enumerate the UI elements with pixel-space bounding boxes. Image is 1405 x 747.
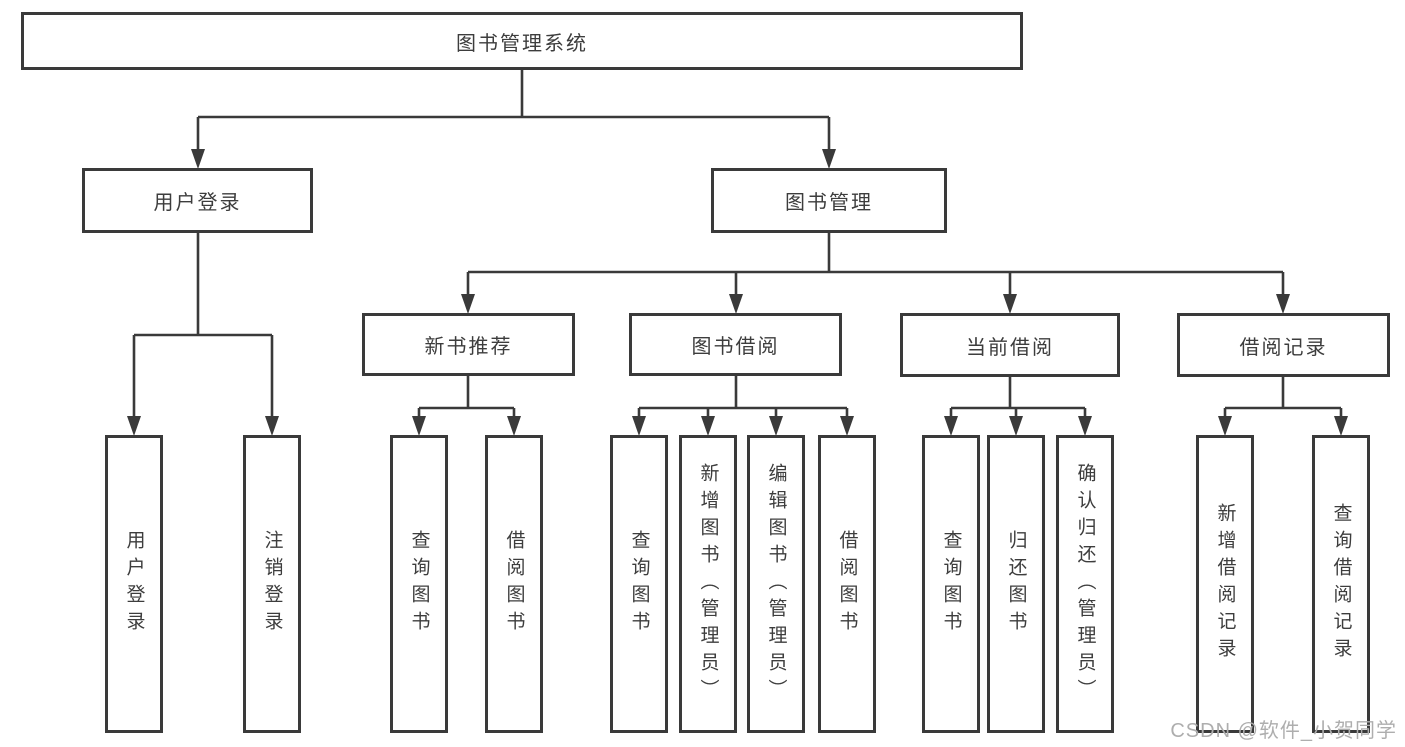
leaf-borrow-book-recommend: 借阅图书 bbox=[485, 435, 543, 733]
node-borrow-records: 借阅记录 bbox=[1177, 313, 1390, 377]
leaf-query-borrow-record: 查询借阅记录 bbox=[1312, 435, 1370, 733]
edge-root bbox=[196, 70, 831, 151]
node-current-borrow: 当前借阅 bbox=[900, 313, 1120, 377]
leaf-label: 注销登录 bbox=[261, 530, 283, 638]
node-label: 图书管理系统 bbox=[456, 32, 588, 55]
edge-borrow-records bbox=[1223, 377, 1343, 418]
leaf-label: 编辑图书（管理员） bbox=[765, 462, 787, 706]
leaf-query-book-current: 查询图书 bbox=[922, 435, 980, 733]
node-book-borrow: 图书借阅 bbox=[629, 313, 842, 376]
leaf-add-book-admin: 新增图书（管理员） bbox=[679, 435, 737, 733]
leaf-label: 归还图书 bbox=[1005, 530, 1027, 638]
leaf-query-book-borrow: 查询图书 bbox=[610, 435, 668, 733]
node-label: 借阅记录 bbox=[1239, 336, 1328, 359]
leaf-label: 新增借阅记录 bbox=[1214, 503, 1236, 665]
leaf-label: 借阅图书 bbox=[836, 530, 858, 638]
arrowheads bbox=[127, 149, 1348, 436]
edge-book-borrow bbox=[637, 376, 849, 418]
edge-current-borrow bbox=[949, 377, 1087, 418]
leaf-logout: 注销登录 bbox=[243, 435, 301, 733]
node-label: 新书推荐 bbox=[424, 336, 513, 358]
leaf-label: 用户登录 bbox=[123, 530, 145, 638]
leaf-return-book: 归还图书 bbox=[987, 435, 1045, 733]
node-user-login: 用户登录 bbox=[82, 168, 313, 233]
leaf-label: 查询图书 bbox=[628, 530, 650, 638]
leaf-label: 查询图书 bbox=[940, 530, 962, 638]
leaf-confirm-return-admin: 确认归还（管理员） bbox=[1056, 435, 1114, 733]
node-label: 用户登录 bbox=[153, 192, 242, 214]
csdn-watermark: CSDN @软件_小贺同学 bbox=[1170, 720, 1397, 742]
leaf-user-login: 用户登录 bbox=[105, 435, 163, 733]
edge-book-management bbox=[466, 233, 1285, 296]
leaf-label: 借阅图书 bbox=[503, 530, 525, 638]
edge-new-book-recommend bbox=[417, 376, 516, 418]
edge-user-login bbox=[132, 233, 274, 418]
node-label: 图书管理 bbox=[785, 192, 873, 214]
leaf-label: 新增图书（管理员） bbox=[697, 462, 719, 706]
node-new-book-recommend: 新书推荐 bbox=[362, 313, 575, 376]
node-book-management: 图书管理 bbox=[711, 168, 947, 233]
leaf-label: 查询图书 bbox=[408, 530, 430, 638]
leaf-label: 确认归还（管理员） bbox=[1074, 462, 1096, 706]
leaf-query-book-recommend: 查询图书 bbox=[390, 435, 448, 733]
node-label: 图书借阅 bbox=[691, 336, 780, 358]
leaf-borrow-book: 借阅图书 bbox=[818, 435, 876, 733]
node-label: 当前借阅 bbox=[966, 336, 1054, 359]
node-library-management-system: 图书管理系统 bbox=[21, 12, 1023, 70]
leaf-add-borrow-record: 新增借阅记录 bbox=[1196, 435, 1254, 733]
leaf-label: 查询借阅记录 bbox=[1330, 503, 1352, 665]
leaf-edit-book-admin: 编辑图书（管理员） bbox=[747, 435, 805, 733]
